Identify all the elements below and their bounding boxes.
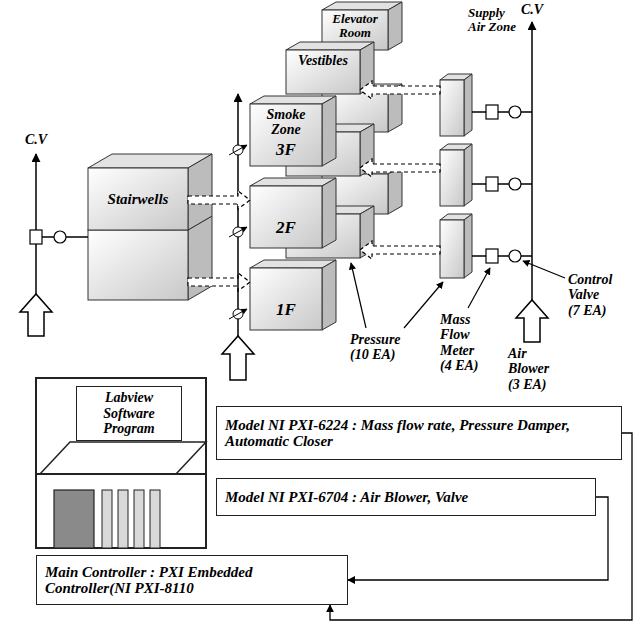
supply-box (464, 74, 472, 136)
supply-box (440, 74, 472, 278)
daq-module-box: Model NI PXI-6224 : Mass flow rate, Pres… (216, 406, 622, 460)
leader-line (404, 282, 443, 328)
elevator-box (388, 2, 402, 50)
controller-box: Main Controller : PXI Embedded Controlle… (36, 555, 348, 605)
stairwell-box: Stairwells (88, 168, 188, 230)
stairwell-box (88, 168, 188, 230)
supply-duct (472, 255, 532, 257)
control-valve (509, 178, 521, 190)
floor-box (322, 178, 336, 248)
floor-box (322, 96, 336, 166)
airflow-arrow (188, 191, 250, 209)
damper-symbol (229, 309, 247, 319)
node-text: Vestibles (288, 53, 358, 68)
callout-label: Mass Flow Meter (4 EA) (440, 312, 486, 374)
stairwell-box (188, 154, 212, 230)
air-blower-arrow (222, 336, 254, 380)
mass-flow-meter (486, 177, 498, 191)
supply-box (464, 144, 472, 206)
damper-symbol (229, 145, 247, 319)
computer-icon (150, 490, 160, 548)
elevator-box (388, 166, 402, 214)
mass-flow-meter (486, 105, 498, 119)
vestibule-box (286, 42, 374, 50)
vestibule-box: Vestibles (286, 50, 360, 94)
leader-line (351, 263, 366, 328)
computer-icon (40, 442, 206, 474)
computer-icon (36, 378, 206, 548)
node-text: Labview Software Program (79, 390, 179, 436)
floor-box (322, 260, 336, 330)
software-screen: Labview Software Program (76, 386, 182, 441)
supply-box (440, 80, 464, 136)
control-valve (509, 106, 521, 118)
supply-box (440, 220, 464, 278)
airflow-arrow (360, 159, 440, 177)
floor-box (250, 268, 322, 330)
elevator-room-box: Elevator Room (322, 10, 388, 50)
supply-duct (36, 22, 532, 336)
mass-flow-meter (30, 230, 42, 244)
node-text: Main Controller : PXI Embedded Controlle… (45, 564, 339, 597)
air-blower-arrow (20, 294, 52, 336)
airflow-arrow (360, 241, 440, 259)
airflow-arrow (360, 81, 440, 99)
node-text: Supply Air Zone (468, 6, 522, 35)
leader-line (523, 261, 565, 278)
signal-connector (330, 433, 632, 620)
mass-flow-meter (30, 105, 498, 263)
supply-duct (472, 111, 532, 113)
damper-symbol (229, 145, 247, 155)
supply-duct (531, 22, 533, 300)
vestibule-box (286, 50, 360, 94)
floor-box (250, 104, 322, 166)
callout-label: Control Valve (7 EA) (568, 272, 614, 318)
airflow-arrow (188, 273, 250, 291)
node-text: 1F (252, 301, 320, 320)
computer-icon (118, 490, 128, 548)
air-blower-arrow (516, 300, 548, 342)
stairwell-box (88, 154, 212, 230)
floor-box: 1F (250, 268, 322, 330)
supply-air-zone: Supply Air Zone (440, 4, 532, 136)
control-valve (54, 231, 66, 243)
smoke-zone-box: Smoke Zone 3F (250, 104, 322, 166)
damper-symbol (229, 227, 247, 237)
floor-box (250, 96, 336, 330)
node-text: Model NI PXI-6224 : Mass flow rate, Pres… (225, 417, 613, 450)
node-text: 3F (253, 141, 319, 160)
computer-icon (102, 490, 112, 548)
output-module-box: Model NI PXI-6704 : Air Blower, Valve (216, 478, 596, 516)
airflow-arrow (188, 159, 440, 291)
supply-duct (472, 183, 532, 185)
stairwell-box (88, 230, 188, 300)
supply-box (440, 150, 464, 206)
computer-icon (36, 474, 206, 548)
callout-label: Pressure (10 EA) (350, 332, 410, 363)
supply-box (464, 214, 472, 278)
node-text: Smoke Zone (253, 107, 319, 138)
node-text: 2F (252, 219, 320, 238)
supply-duct (35, 154, 37, 294)
floor-box (250, 186, 322, 248)
computer-icon (54, 490, 94, 548)
leader-line (468, 268, 490, 308)
floor-box: 2F (250, 186, 322, 248)
mass-flow-meter (486, 249, 498, 263)
callout-label: Air Blower (3 EA) (508, 346, 560, 392)
computer-icon (36, 378, 206, 474)
control-valve (509, 250, 521, 262)
stairwell-box (188, 216, 212, 300)
node-text: Model NI PXI-6704 : Air Blower, Valve (225, 489, 587, 506)
node-text: Stairwells (90, 191, 186, 208)
computer-icon (134, 490, 144, 548)
valve-tag: C.V (517, 2, 547, 17)
valve-tag: C.V (21, 132, 51, 147)
node-text: Elevator Room (324, 12, 386, 39)
supply-duct (237, 94, 239, 336)
control-valve (54, 106, 521, 262)
